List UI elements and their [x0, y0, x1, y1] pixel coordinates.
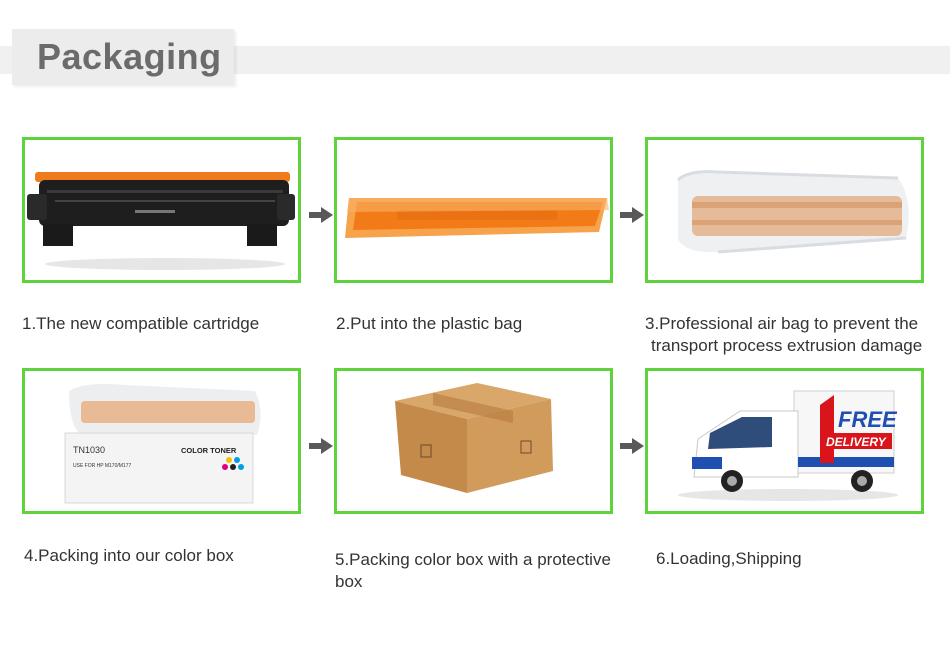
color-box-image: TN1030 USE FOR HP M170/M177 COLOR TONER — [64, 383, 261, 504]
header-box — [12, 29, 234, 85]
step-2-image — [334, 137, 613, 283]
arrow-right-icon — [309, 438, 333, 454]
truck-free-label: FREE — [838, 407, 898, 432]
step-4-image: TN1030 USE FOR HP M170/M177 COLOR TONER — [22, 368, 301, 514]
page-title: Packaging — [37, 36, 222, 77]
air-bag-image — [676, 170, 909, 254]
plastic-bag-image — [345, 198, 609, 238]
step-5-caption-line2: box — [335, 572, 363, 591]
toner-cartridge-image — [27, 172, 295, 270]
step-6-image: FREE DELIVERY — [645, 368, 924, 514]
truck-delivery-label: DELIVERY — [826, 435, 887, 449]
arrow-right-icon — [620, 438, 644, 454]
box-brand-label: COLOR TONER — [181, 446, 237, 455]
shipping-box-image — [395, 383, 553, 493]
step-5-image — [334, 368, 613, 514]
box-model-label: TN1030 — [73, 445, 105, 455]
arrow-right-icon — [309, 207, 333, 223]
step-5-caption: 5.Packing color box with a protective — [335, 550, 611, 569]
step-2-caption: 2.Put into the plastic bag — [336, 314, 523, 333]
delivery-truck-image: FREE DELIVERY — [678, 390, 898, 501]
step-3-caption: 3.Professional air bag to prevent the — [645, 314, 919, 333]
step-3-caption-line2: transport process extrusion damage — [651, 336, 923, 355]
step-6-caption: 6.Loading,Shipping — [656, 549, 802, 568]
arrow-right-icon — [620, 207, 644, 223]
step-3-image — [645, 137, 924, 283]
step-1-image — [22, 137, 301, 283]
step-4-caption: 4.Packing into our color box — [24, 546, 234, 565]
step-1-caption: 1.The new compatible cartridge — [22, 314, 260, 333]
box-compat-label: USE FOR HP M170/M177 — [73, 463, 131, 469]
